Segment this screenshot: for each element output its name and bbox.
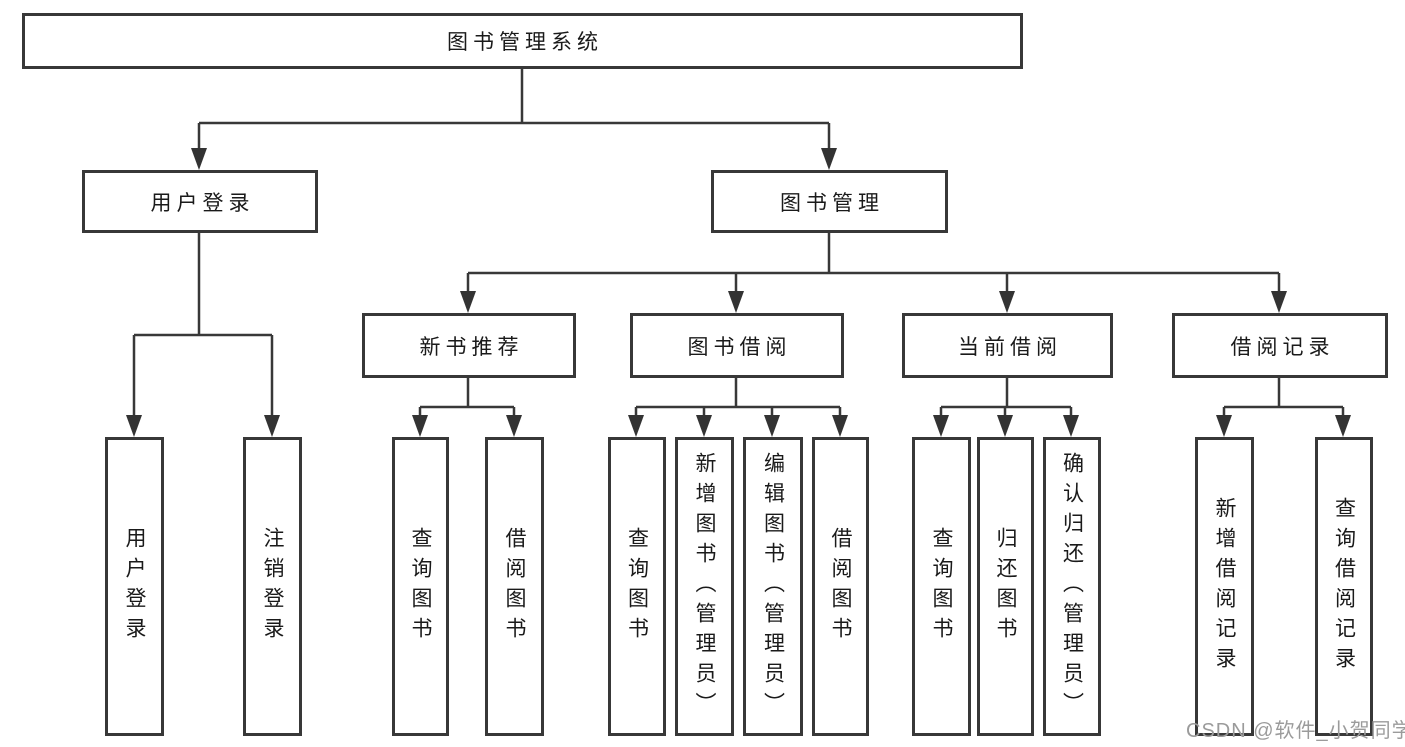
arrowhead-icon [728,291,744,313]
arrowhead-icon [832,415,848,437]
arrowhead-icon [264,415,280,437]
leaf-recommend-query-book: 查询图书 [392,437,449,736]
arrowhead-icon [696,415,712,437]
leaf-label: 借阅图书 [829,526,852,647]
arrowhead-icon [506,415,522,437]
leaf-current-query-book: 查询图书 [912,437,971,736]
leaf-add-book-admin: 新增图书（管理员） [675,437,734,736]
arrowhead-icon [997,415,1013,437]
arrowhead-icon [460,291,476,313]
leaf-label: 借阅图书 [503,526,526,647]
node-borrowing-records: 借阅记录 [1172,313,1388,378]
arrowhead-icon [999,291,1015,313]
leaf-logout: 注销登录 [243,437,302,736]
arrowhead-icon [1335,415,1351,437]
leaf-recommend-borrow-book: 借阅图书 [485,437,544,736]
arrowhead-icon [1216,415,1232,437]
leaf-label: 确认归还（管理员） [1060,451,1084,722]
leaf-label: 查询图书 [930,526,953,647]
leaf-label: 查询图书 [625,526,649,647]
arrowhead-icon [126,415,142,437]
arrowhead-icon [821,148,837,170]
leaf-confirm-return-admin: 确认归还（管理员） [1043,437,1101,736]
leaf-label: 编辑图书（管理员） [761,451,785,722]
leaf-label: 查询图书 [409,526,432,647]
node-library-management-system: 图书管理系统 [22,13,1023,69]
leaf-query-borrow-record: 查询借阅记录 [1315,437,1373,736]
arrowhead-icon [191,148,207,170]
leaf-add-borrow-record: 新增借阅记录 [1195,437,1254,736]
arrowhead-icon [628,415,644,437]
leaf-borrow-book: 借阅图书 [812,437,869,736]
node-new-book-recommend: 新书推荐 [362,313,576,378]
leaf-label: 注销登录 [261,526,284,647]
leaf-label: 查询借阅记录 [1332,496,1356,677]
arrowhead-icon [933,415,949,437]
watermark: CSDN @软件_小贺同学 [1186,720,1405,742]
arrowhead-icon [764,415,780,437]
leaf-edit-book-admin: 编辑图书（管理员） [743,437,803,736]
leaf-label: 新增借阅记录 [1213,496,1236,677]
node-current-borrowing: 当前借阅 [902,313,1113,378]
node-book-borrowing: 图书借阅 [630,313,844,378]
leaf-label: 用户登录 [123,526,146,647]
node-user-login: 用户登录 [82,170,318,233]
leaf-label: 归还图书 [994,526,1017,647]
arrowhead-icon [1271,291,1287,313]
leaf-user-login: 用户登录 [105,437,164,736]
arrowhead-icon [412,415,428,437]
arrowhead-icon [1063,415,1079,437]
leaf-borrow-query-book: 查询图书 [608,437,666,736]
leaf-return-book: 归还图书 [977,437,1034,736]
node-book-management: 图书管理 [711,170,948,233]
leaf-label: 新增图书（管理员） [693,451,716,722]
